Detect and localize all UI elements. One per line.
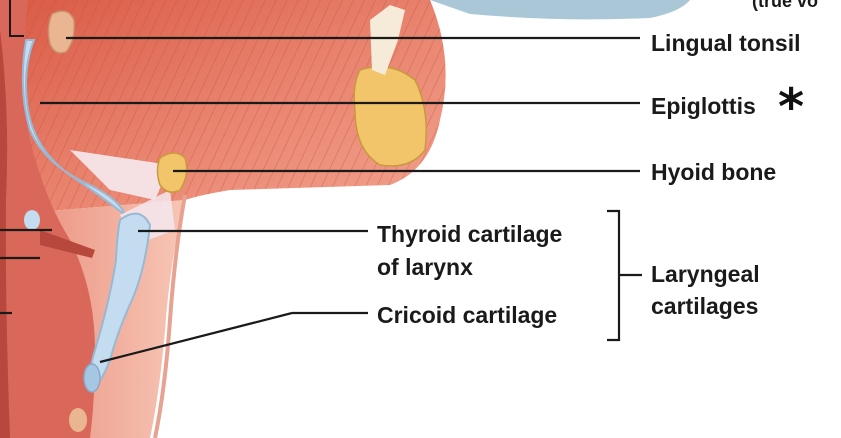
cricoid-cartilage-label: Cricoid cartilage <box>377 302 557 328</box>
hyoid-bone-label: Hyoid bone <box>651 159 776 185</box>
laryngeal-bracket <box>607 211 619 340</box>
mandible-fragment <box>354 67 426 166</box>
vocal-fold-label-fragment: (true vo <box>752 0 818 14</box>
vocal-fold-fragment <box>430 0 690 19</box>
thyroid-cartilage-label: Thyroid cartilage <box>377 221 562 247</box>
hyoid-bone-shape <box>158 153 187 192</box>
lingual-tonsil-label: Lingual tonsil <box>651 30 801 56</box>
lingual-tonsil-shape <box>48 11 74 53</box>
asterisk-marker: * <box>778 82 804 132</box>
thyroid-cartilage-label-line2: of larynx <box>377 254 473 280</box>
cricoid-cartilage-shape <box>84 364 100 392</box>
epiglottis-label: Epiglottis <box>651 93 756 119</box>
laryngeal-cartilages-label: Laryngeal <box>651 261 760 287</box>
laryngeal-cartilages-label-line2: cartilages <box>651 293 758 319</box>
